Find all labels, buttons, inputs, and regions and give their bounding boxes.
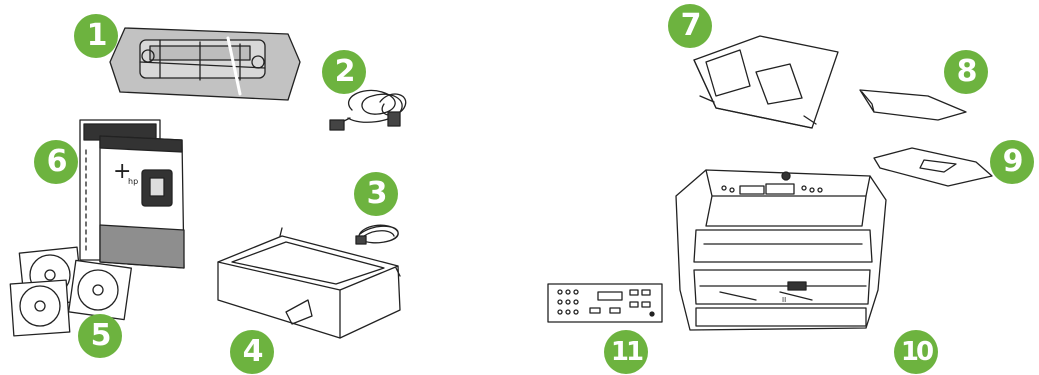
documentation-drawing	[80, 120, 184, 268]
printer-drawing	[676, 170, 886, 330]
callout-7-badge: 7	[668, 4, 712, 48]
media-output-tray-drawing	[218, 228, 400, 338]
printer-label-text: II	[782, 296, 786, 304]
callout-3-badge: 3	[354, 172, 398, 216]
control-panel-overlay-drawing	[548, 284, 662, 322]
callout-8-badge: 8	[944, 50, 988, 94]
callout-11-badge: 11	[604, 330, 648, 374]
phone-cord-drawing	[356, 225, 398, 244]
callout-9-badge: 9	[990, 140, 1034, 184]
callout-2-badge: 2	[322, 50, 366, 94]
power-cord-drawing	[330, 90, 406, 130]
callout-4-badge: 4	[230, 330, 274, 374]
document-input-tray-drawing	[694, 36, 838, 128]
callout-6-badge: 6	[34, 140, 78, 184]
callout-1-badge: 1	[74, 14, 118, 58]
manual-brand-text: hp	[128, 177, 138, 186]
output-support-b-drawing	[874, 148, 992, 186]
output-support-a-drawing	[860, 90, 966, 120]
callout-5-badge: 5	[78, 314, 122, 358]
callout-10-badge: 10	[894, 330, 938, 374]
toner-cartridge-drawing	[110, 28, 300, 100]
